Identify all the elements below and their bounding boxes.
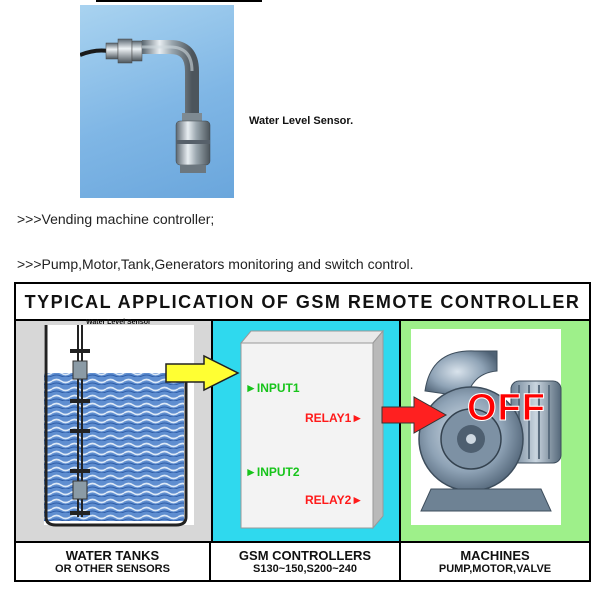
flow-arrows [165,354,448,434]
caption-right-line2: PUMP,MOTOR,VALVE [438,563,552,575]
controller-box [239,329,385,530]
application-diagram: TYPICAL APPLICATION OF GSM REMOTE CONTRO… [14,282,591,582]
input1-arrow-icon: ► [245,381,257,395]
tank-sensor-label: Water Level Sensor [86,319,151,326]
caption-water-tanks: WATER TANKS OR OTHER SENSORS [16,543,211,582]
input2-marker: ►INPUT2 [245,463,300,481]
pump-machine-illustration [411,329,562,525]
caption-mid-line2: S130~150,S200~240 [253,563,357,575]
input2-label: INPUT2 [256,465,300,479]
caption-left-line1: WATER TANKS [65,548,160,563]
diagram-captions-row: WATER TANKS OR OTHER SENSORS GSM CONTROL… [16,541,589,582]
water-tank-illustration [44,325,194,527]
sensor-illustration [80,38,211,173]
machines-panel: OFF [401,321,589,541]
diagram-title: TYPICAL APPLICATION OF GSM REMOTE CONTRO… [16,284,589,321]
relay2-arrow-icon: ► [351,493,364,507]
top-divider-line [96,0,262,2]
relay2-label: RELAY2 [305,493,352,507]
relay2-marker: RELAY2► [305,491,363,509]
relay1-marker: RELAY1► [305,409,363,427]
caption-left-line2: OR OTHER SENSORS [55,563,170,575]
input2-arrow-icon: ► [245,465,257,479]
input1-label: INPUT1 [256,381,300,395]
water-level-sensor-photo [80,5,234,198]
machine-state-off: OFF [467,387,546,430]
gsm-controller-panel: ►INPUT1 RELAY1► ►INPUT2 RELAY2► [211,321,401,541]
caption-mid-line1: GSM CONTROLLERS [238,548,372,563]
relay1-label: RELAY1 [305,411,352,425]
water-tank-panel: Water Level Sensor [16,319,211,541]
caption-right-line1: MACHINES [460,548,530,563]
input1-marker: ►INPUT1 [245,379,300,397]
caption-machines: MACHINES PUMP,MOTOR,VALVE [401,543,589,582]
vending-line: >>>Vending machine controller; [17,211,215,227]
relay1-arrow-icon: ► [351,411,364,425]
sensor-caption: Water Level Sensor. [249,115,354,127]
yellow-arrow-icon [165,354,240,392]
red-arrow-icon [381,396,448,434]
caption-gsm-controllers: GSM CONTROLLERS S130~150,S200~240 [211,543,401,582]
pump-line: >>>Pump,Motor,Tank,Generators monitoring… [17,256,414,272]
